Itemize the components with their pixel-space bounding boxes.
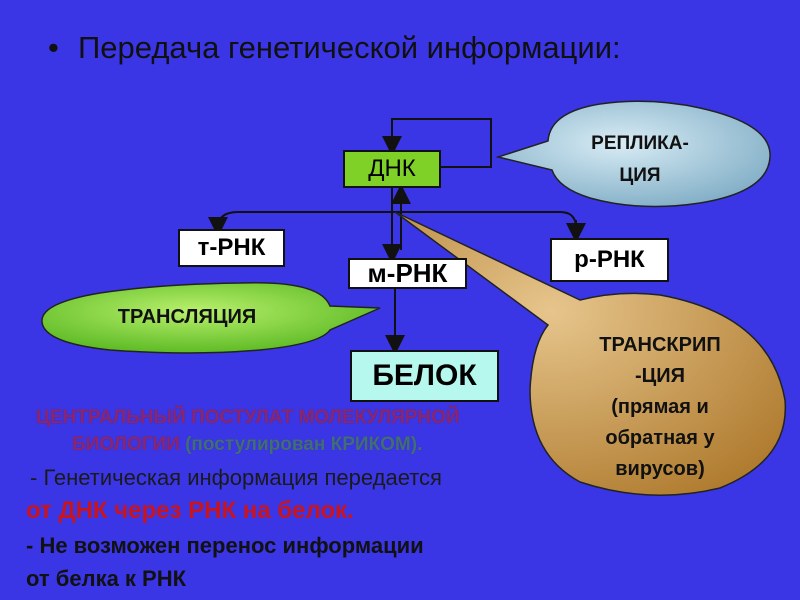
title-bullet: • [48,30,59,65]
replication-label: РЕПЛИКА- ЦИЯ [560,128,720,192]
mrna-box: м-РНК [348,258,467,289]
dogma-biology: БИОЛОГИИ [72,434,180,455]
transcription-line: обратная у [605,427,715,449]
no-transfer-statement-2: от белка к РНК [26,566,187,591]
transcription-line: -ЦИЯ [634,365,686,387]
dogma-crick: (постулирован КРИКОМ). [185,434,423,455]
trna-box: т-РНК [178,229,285,267]
transcription-line: ТРАНСКРИП [599,334,721,356]
slide-title: • Передача генетической информации: [48,30,621,66]
rrna-box: р-РНК [550,238,669,282]
transcription-bubble [394,211,787,496]
transcription-line: вирусов) [615,458,705,480]
translation-bubble [41,281,381,354]
dogma-line-2: БИОЛОГИИ (постулирован КРИКОМ). [72,434,422,456]
protein-box: БЕЛОК [350,350,499,402]
replication-loop-arrow [382,118,492,168]
dna-box: ДНК [343,150,441,188]
dogma-line-1: ЦЕНТРАЛЬНЫЙ ПОСТУЛАТ МОЛЕКУЛЯРНОЙ [36,407,460,428]
no-transfer-statement: - Не возможен перенос информации [26,533,424,558]
transcription-line: (прямая и [611,396,709,418]
transcription-label: ТРАНСКРИП -ЦИЯ (прямая и обратная у виру… [540,330,780,485]
title-text: Передача генетической информации: [78,30,621,65]
replication-line: РЕПЛИКА- [591,133,689,154]
genetic-statement: - Генетическая информация передается [30,465,442,490]
replication-line: ЦИЯ [619,165,661,186]
replication-bubble [495,100,771,208]
dna-rna-protein-statement: от ДНК через РНК на белок. [26,497,354,524]
translation-label: ТРАНСЛЯЦИЯ [117,306,257,328]
